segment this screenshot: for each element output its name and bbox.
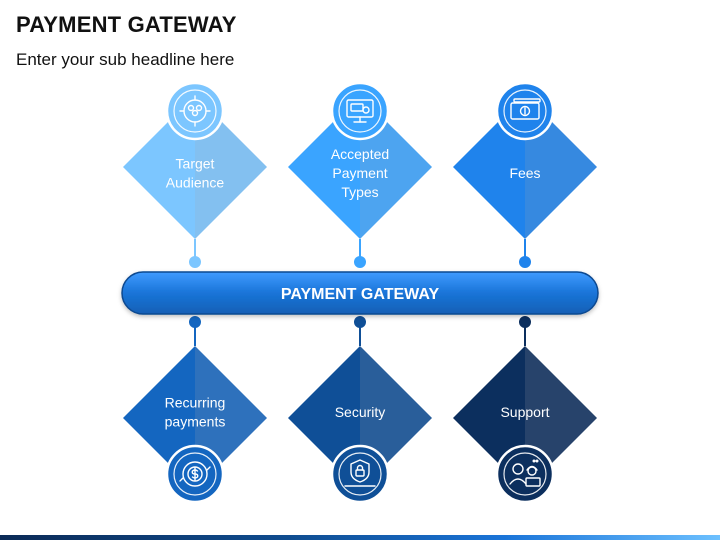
recurring-dollar-icon bbox=[179, 461, 211, 487]
hub-bar-shape bbox=[121, 271, 599, 315]
hub-bar: PAYMENT GATEWAY bbox=[121, 271, 599, 315]
node-label-line: Recurring bbox=[165, 395, 226, 411]
node-label: Recurring payments bbox=[165, 395, 226, 430]
connector-dot bbox=[354, 256, 366, 268]
icon-ring bbox=[338, 452, 382, 496]
node-label-line: Support bbox=[500, 404, 549, 420]
connector-dot bbox=[189, 256, 201, 268]
icon-ring bbox=[503, 452, 547, 496]
bottom-node-2: Security bbox=[288, 316, 432, 504]
footer-stripe bbox=[0, 535, 720, 540]
bottom-node-1: Recurring payments bbox=[123, 316, 267, 504]
node-label-line: payments bbox=[165, 414, 226, 430]
icon-ring bbox=[338, 89, 382, 133]
slide-title: PAYMENT GATEWAY bbox=[16, 12, 237, 37]
support-agent-icon bbox=[509, 459, 541, 487]
shield-lock-laptop-icon bbox=[344, 459, 376, 487]
computer-payment-icon bbox=[346, 99, 374, 123]
node-label: Fees bbox=[509, 165, 540, 181]
slide-subtitle: Enter your sub headline here bbox=[16, 50, 235, 69]
connector-dot bbox=[519, 256, 531, 268]
connector-dot bbox=[189, 316, 201, 328]
node-label-line: Security bbox=[335, 404, 386, 420]
node-label-line: Target bbox=[176, 156, 215, 172]
node-label-line: Audience bbox=[166, 175, 225, 191]
icon-ring bbox=[173, 452, 217, 496]
icon-circle bbox=[495, 444, 555, 504]
banknote-icon bbox=[510, 98, 541, 120]
icon-circle bbox=[330, 444, 390, 504]
node-label-line: Fees bbox=[509, 165, 540, 181]
node-label-line: Accepted bbox=[331, 146, 389, 162]
hub-label: PAYMENT GATEWAY bbox=[281, 286, 440, 303]
connector-dot bbox=[519, 316, 531, 328]
node-label: Support bbox=[500, 404, 549, 420]
node-label-line: Types bbox=[341, 184, 378, 200]
node-label: Security bbox=[335, 404, 386, 420]
bottom-node-3: Support bbox=[453, 316, 597, 504]
top-node-3: Fees bbox=[453, 81, 597, 268]
node-label-line: Payment bbox=[332, 165, 387, 181]
connector-dot bbox=[354, 316, 366, 328]
icon-ring bbox=[503, 89, 547, 133]
people-target-icon bbox=[179, 95, 211, 127]
icon-ring bbox=[173, 89, 217, 133]
